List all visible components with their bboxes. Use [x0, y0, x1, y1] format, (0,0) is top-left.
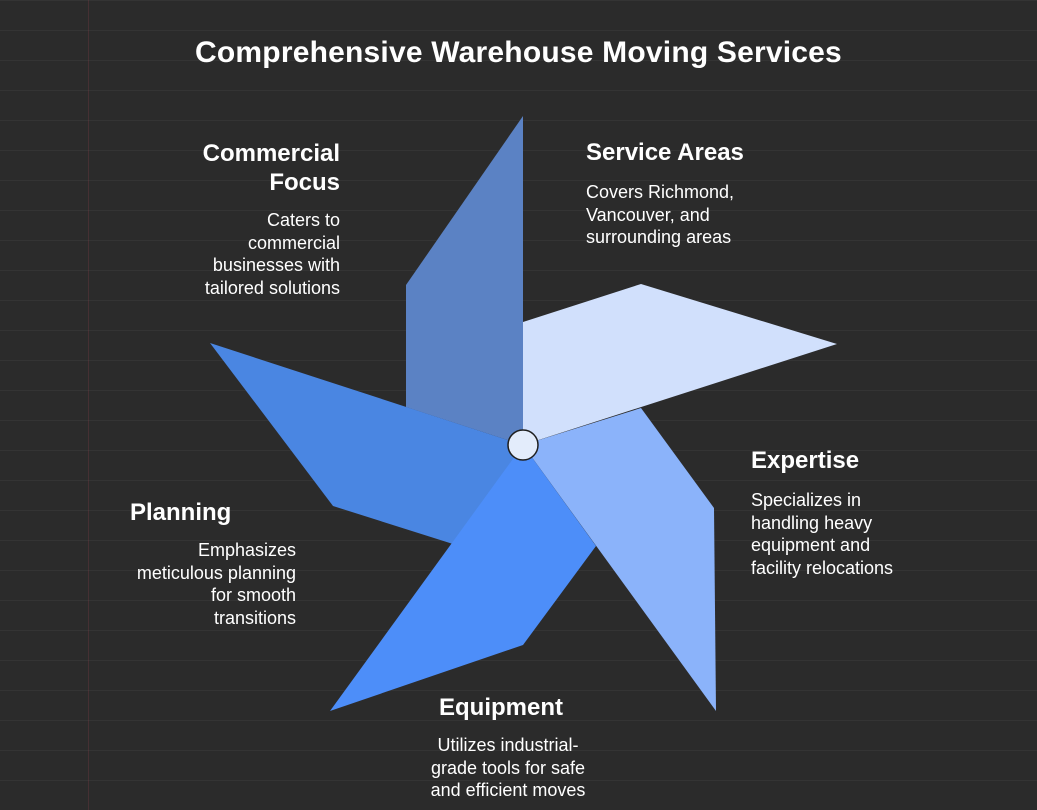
planning-block: Planning Emphasizes meticulous planning … [130, 498, 300, 629]
equipment-block: Equipment Utilizes industrial-grade tool… [411, 693, 591, 802]
service-areas-description: Covers Richmond, Vancouver, and surround… [586, 182, 735, 247]
service-areas-heading: Service Areas [586, 139, 744, 166]
commercial-focus-description: Caters to commercial businesses with tai… [204, 210, 340, 298]
blade-equipment [330, 445, 596, 711]
diagram-title: Comprehensive Warehouse Moving Services [195, 36, 842, 69]
blade-expertise [523, 408, 716, 711]
commercial-focus-heading: Commercial Focus [202, 140, 340, 196]
pinwheel-hub [507, 429, 539, 461]
commercial-focus-block: Commercial Focus Caters to commercial bu… [140, 139, 340, 299]
expertise-block: Expertise Specializes in handling heavy … [751, 446, 911, 579]
blade-commercial-focus [406, 116, 523, 445]
equipment-description: Utilizes industrial-grade tools for safe… [430, 735, 586, 800]
blade-planning [210, 343, 523, 544]
blade-service-areas [523, 284, 837, 445]
expertise-description: Specializes in handling heavy equipment … [751, 490, 894, 578]
equipment-heading: Equipment [439, 694, 563, 721]
expertise-heading: Expertise [751, 447, 860, 474]
notebook-margin-line [88, 0, 89, 810]
planning-heading: Planning [130, 499, 232, 526]
service-areas-block: Service Areas Covers Richmond, Vancouver… [586, 138, 761, 249]
planning-description: Emphasizes meticulous planning for smoot… [136, 540, 296, 628]
